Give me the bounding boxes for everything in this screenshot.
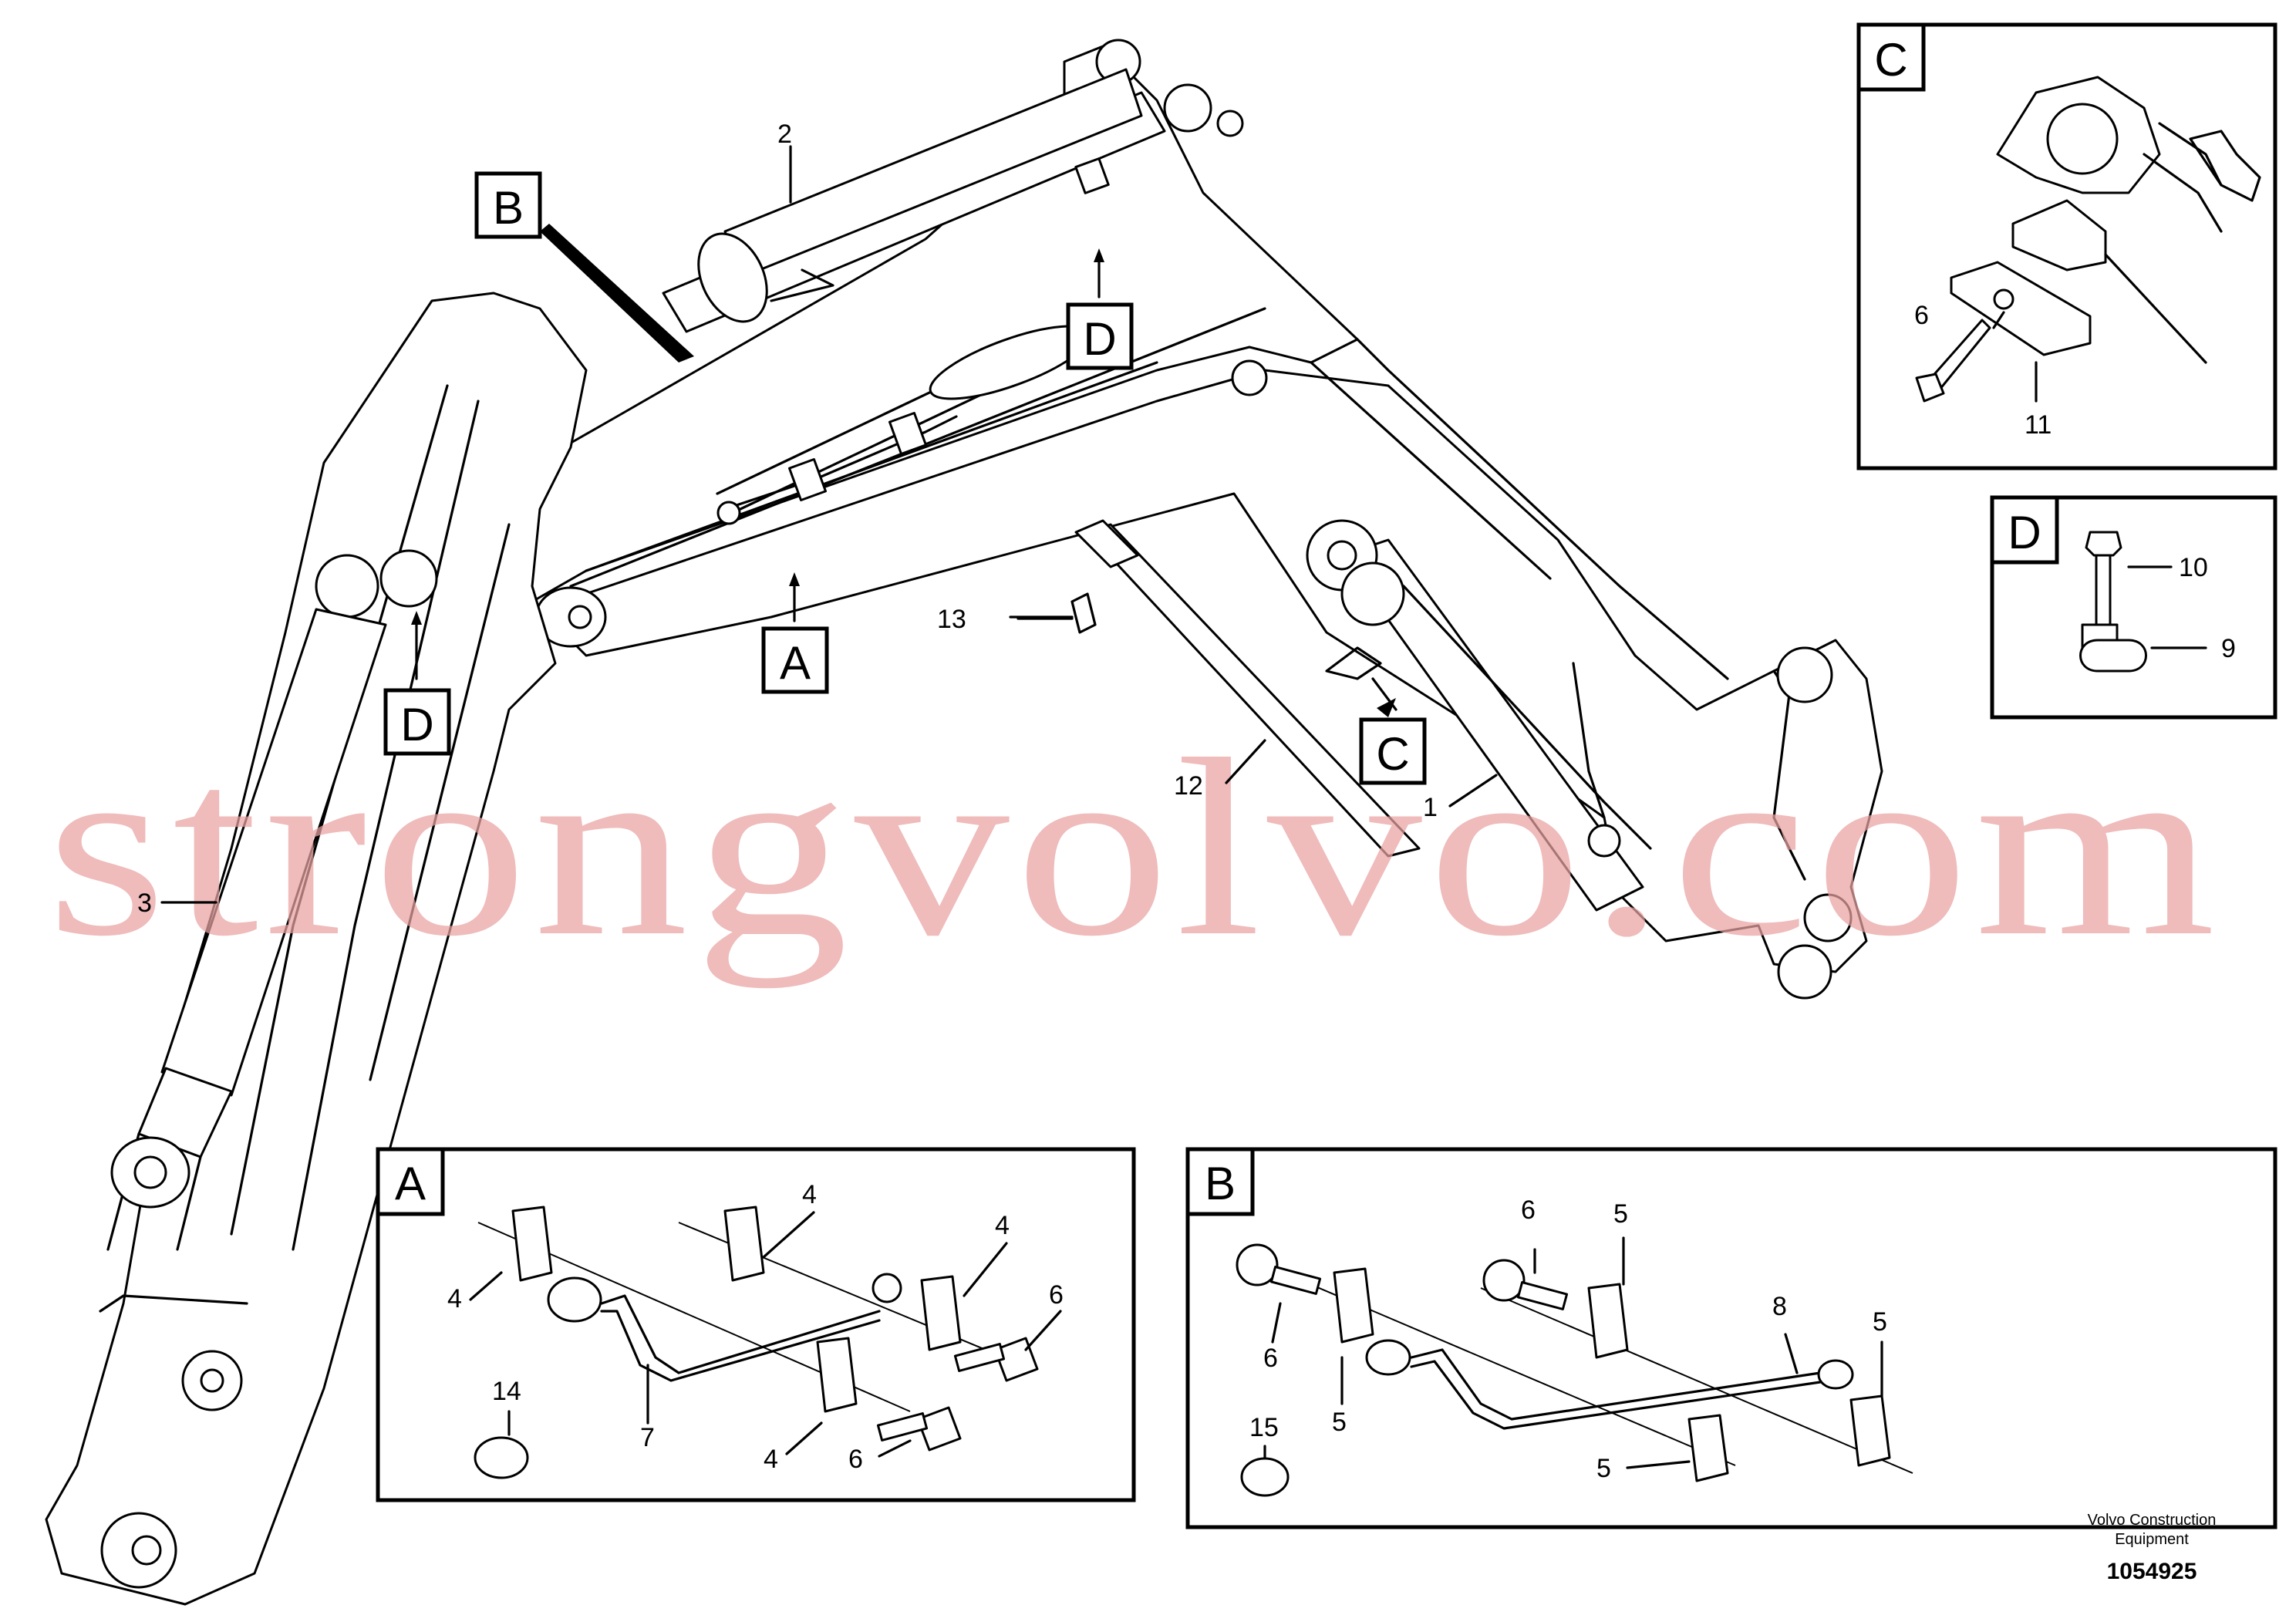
detail-A-callout-6: 6 xyxy=(1049,1280,1064,1310)
detail-C-title: C xyxy=(1874,34,1907,86)
watermark: strongvolvo.com xyxy=(46,707,2221,989)
detail-A-title: A xyxy=(395,1158,426,1209)
detail-D: D 10 9 xyxy=(1990,495,2277,720)
detail-A-callout-7: 7 xyxy=(640,1423,655,1452)
detail-D-title-box xyxy=(1990,495,2059,565)
detail-B-callout-5d: 5 xyxy=(1873,1307,1887,1337)
ref-box-D1 xyxy=(1066,302,1134,370)
callout-3: 3 xyxy=(137,889,152,918)
detail-A-callout-4a: 4 xyxy=(802,1180,817,1209)
detail-A-callout-4c: 4 xyxy=(447,1284,462,1313)
detail-D-callout-10: 10 xyxy=(2179,553,2208,582)
brand-line1: Volvo Construction xyxy=(2088,1512,2217,1529)
detail-A-callout-14: 14 xyxy=(492,1377,521,1406)
ref-box-A xyxy=(761,626,829,694)
detail-A-title-box xyxy=(376,1147,445,1216)
ref-box-C xyxy=(1359,717,1427,785)
detail-B-callout-8: 8 xyxy=(1772,1292,1787,1321)
brand-line2: Equipment xyxy=(2115,1531,2189,1548)
detail-A-callout-4d: 4 xyxy=(764,1445,778,1474)
detail-C: C 6 11 xyxy=(1856,22,2277,470)
detail-A-callout-6b: 6 xyxy=(848,1445,863,1474)
detail-A-callout-4b: 4 xyxy=(995,1211,1010,1240)
callout-1: 1 xyxy=(1423,793,1438,822)
ref-A: A xyxy=(780,637,811,689)
callout-13: 13 xyxy=(937,605,966,634)
figure-number: 1054925 xyxy=(2107,1559,2197,1584)
detail-B: B 6 6 5 5 5 5 8 15 xyxy=(1185,1147,2277,1529)
detail-C-callout-6: 6 xyxy=(1914,301,1929,330)
callout-12: 12 xyxy=(1174,771,1203,801)
detail-B-callout-6a: 6 xyxy=(1263,1344,1278,1373)
detail-B-title: B xyxy=(1205,1158,1236,1209)
detail-B-callout-5b: 5 xyxy=(1332,1408,1347,1437)
ref-B: B xyxy=(493,182,524,234)
detail-B-callout-5a: 5 xyxy=(1613,1199,1628,1229)
detail-D-title: D xyxy=(2008,507,2041,558)
detail-B-callout-5c: 5 xyxy=(1596,1454,1611,1483)
ref-box-B xyxy=(474,171,542,239)
detail-B-callout-15: 15 xyxy=(1249,1413,1279,1442)
callout-2: 2 xyxy=(777,120,792,149)
ref-D2: D xyxy=(400,699,433,750)
detail-B-title-box xyxy=(1185,1147,1255,1216)
detail-C-callout-11: 11 xyxy=(2025,410,2052,440)
boom-assembly: strongvolvo.com 2 13 12 1 3 B D A D C xyxy=(45,39,2221,1606)
detail-A: A 4 4 4 4 6 6 7 14 xyxy=(376,1147,1136,1502)
ref-C: C xyxy=(1376,728,1409,780)
detail-C-title-box xyxy=(1856,22,1926,92)
footer: Volvo Construction Equipment 1054925 xyxy=(2088,1512,2217,1584)
ref-box-D2 xyxy=(383,688,451,756)
detail-B-callout-6b: 6 xyxy=(1521,1195,1536,1225)
detail-D-callout-9: 9 xyxy=(2221,634,2236,663)
ref-D1: D xyxy=(1083,313,1116,365)
